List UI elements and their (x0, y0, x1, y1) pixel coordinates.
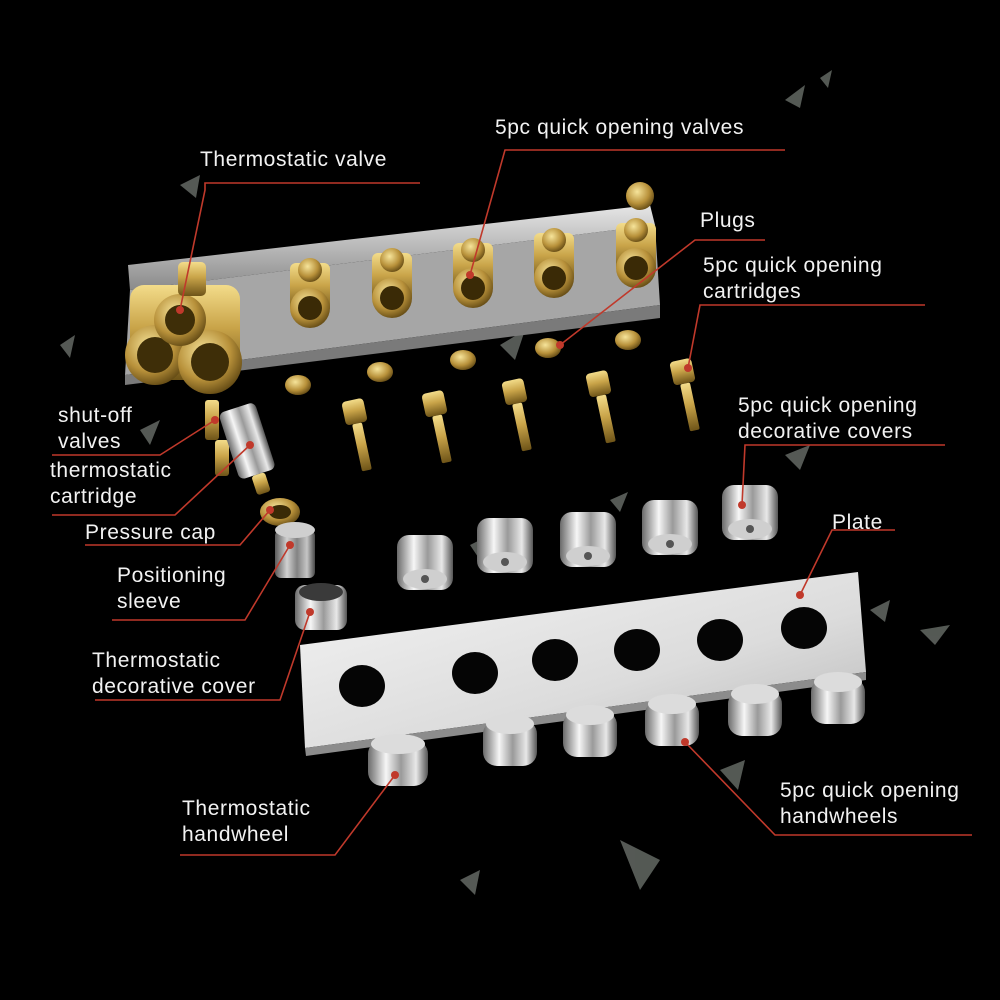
thermostatic-valve-body (125, 182, 654, 394)
plug (535, 338, 561, 358)
plate-hole (781, 607, 827, 649)
label-quick-opening-valves: 5pc quick opening valves (495, 116, 745, 139)
quick-valve-body (290, 258, 330, 328)
plug (615, 330, 641, 350)
pressure-cap (260, 498, 300, 526)
plate-hole (614, 629, 660, 671)
label-plate: Plate (832, 511, 883, 534)
plate-hole (339, 665, 385, 707)
plug (450, 350, 476, 370)
quick-cover (397, 535, 453, 590)
quick-covers (397, 485, 778, 590)
background-debris (60, 70, 950, 895)
quick-cover (642, 500, 698, 555)
plug (285, 375, 311, 395)
label-thermostatic-cartridge: thermostatic cartridge (50, 459, 172, 508)
label-shutoff-valves: shut-off valves (58, 404, 133, 453)
label-quick-opening-cartridges: 5pc quick opening cartridges (703, 254, 883, 303)
handwheel (483, 714, 537, 766)
label-positioning-sleeve: Positioning sleeve (117, 564, 227, 613)
label-thermostatic-handwheel: Thermostatic handwheel (182, 797, 311, 846)
handwheel (811, 672, 865, 724)
positioning-sleeve (275, 522, 315, 578)
handwheel (368, 734, 428, 786)
quick-valve-body (453, 238, 493, 308)
leader-lines (52, 149, 972, 856)
quick-valve-bodies (290, 218, 656, 328)
thermostatic-decorative-cover (295, 583, 347, 630)
plate-hole (697, 619, 743, 661)
quick-cartridge (501, 378, 532, 452)
quick-valve-body (372, 248, 412, 318)
handwheels (368, 672, 865, 786)
handwheel (728, 684, 782, 736)
handwheel (563, 705, 617, 757)
label-pressure-cap: Pressure cap (85, 521, 216, 544)
leader-arrowheads (176, 271, 804, 779)
quick-cartridge (585, 370, 616, 444)
handwheel (645, 694, 699, 746)
label-quick-opening-handwheels: 5pc quick opening handwheels (780, 779, 960, 828)
quick-cover (560, 512, 616, 567)
label-plugs: Plugs (700, 209, 756, 232)
quick-cover (477, 518, 533, 573)
quick-cartridges (341, 358, 700, 472)
plug (367, 362, 393, 382)
label-thermostatic-decorative-cover: Thermostatic decorative cover (92, 649, 256, 698)
label-quick-opening-decorative-covers: 5pc quick opening decorative covers (738, 394, 918, 443)
plugs (285, 330, 641, 395)
quick-cartridge (341, 398, 372, 472)
label-thermostatic-valve: Thermostatic valve (200, 148, 388, 171)
plate-hole (452, 652, 498, 694)
quick-valve-body (534, 228, 574, 298)
quick-cartridge (421, 390, 452, 464)
quick-valve-body (616, 218, 656, 288)
plate-hole (532, 639, 578, 681)
quick-cover (722, 485, 778, 540)
